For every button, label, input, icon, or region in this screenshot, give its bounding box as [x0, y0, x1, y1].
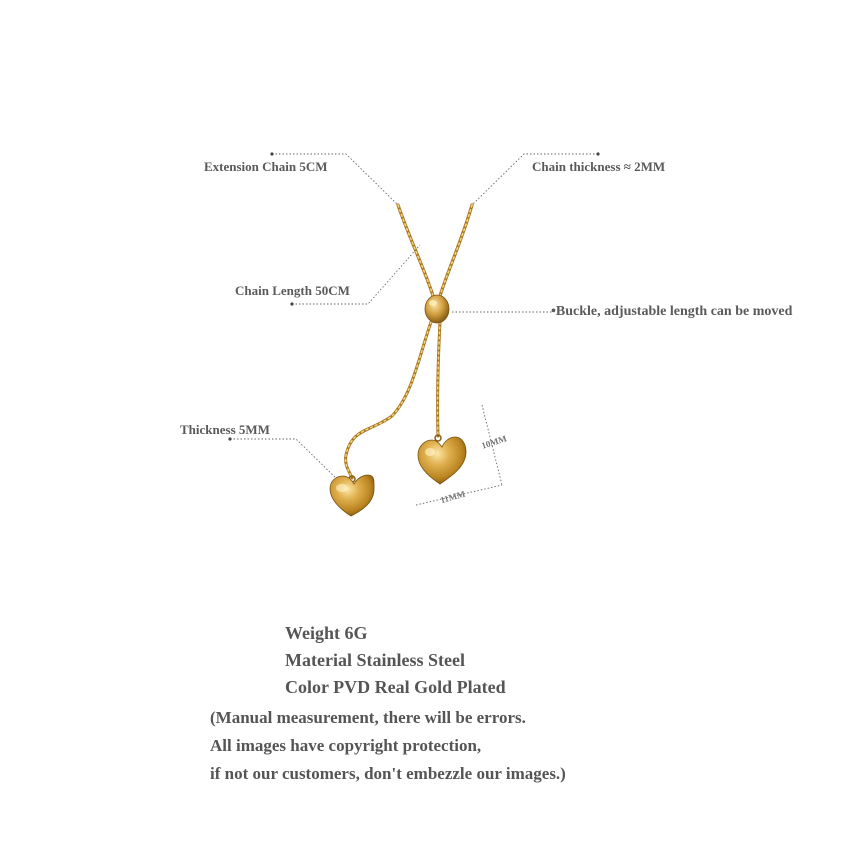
label-extension-chain: Extension Chain 5CM: [204, 159, 328, 174]
leader-chain-thickness: [471, 153, 598, 206]
note-line-1: (Manual measurement, there will be error…: [210, 708, 526, 727]
leader-chain-length: [292, 244, 421, 305]
leader-thickness: [230, 438, 341, 483]
dim-width-line: [415, 484, 503, 506]
spec-weight: Weight 6G: [285, 623, 368, 643]
heart-pendant-left: [329, 474, 375, 517]
buckle-bead: [424, 294, 450, 324]
leader-lines: [230, 153, 598, 506]
note-line-2: All images have copyright protection,: [210, 736, 482, 755]
label-chain-thickness: Chain thickness ≈ 2MM: [532, 159, 666, 174]
note-line-3: if not our customers, don't embezzle our…: [210, 764, 566, 783]
spec-color: Color PVD Real Gold Plated: [285, 677, 506, 697]
heart-pendant-right: [417, 434, 467, 485]
label-chain-length: Chain Length 50CM: [235, 283, 350, 298]
leader-extension-chain: [272, 153, 399, 206]
label-thickness: Thickness 5MM: [180, 422, 270, 437]
spec-material: Material Stainless Steel: [285, 650, 465, 670]
chain: [344, 203, 474, 480]
leader-endpoints: [228, 152, 600, 441]
label-buckle: •Buckle, adjustable length can be moved: [551, 304, 793, 319]
